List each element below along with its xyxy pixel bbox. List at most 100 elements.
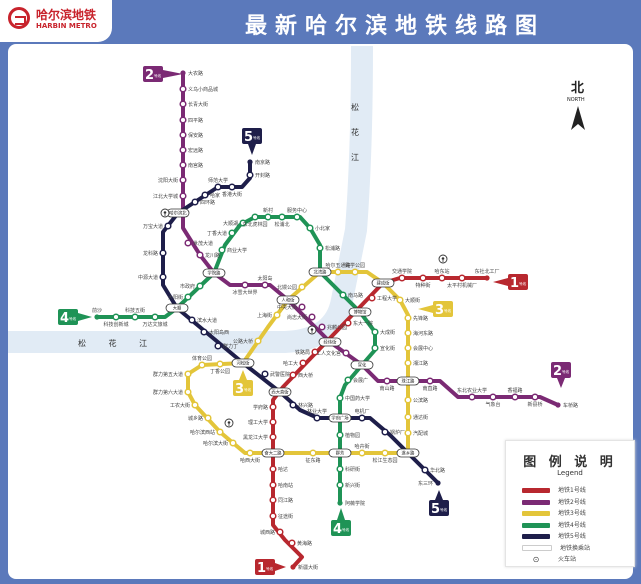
station-label[interactable]: 先锋路 [413, 315, 428, 322]
station-dot[interactable] [269, 512, 277, 520]
station-label[interactable]: 通达街 [413, 414, 428, 421]
station-dot[interactable] [371, 328, 379, 336]
station-label[interactable]: 四环路 [200, 199, 215, 206]
terminal-station-dot[interactable] [290, 564, 296, 570]
station-label[interactable]: 保安路 [188, 132, 203, 139]
station-dot[interactable] [426, 377, 434, 385]
station-label[interactable]: 体育公园 [192, 355, 212, 362]
station-dot[interactable] [159, 273, 167, 281]
station-dot[interactable] [336, 394, 344, 402]
station-label[interactable]: 龙科路 [143, 250, 158, 257]
station-label[interactable]: 新村 [263, 207, 273, 214]
station-dot[interactable] [241, 281, 249, 289]
station-label[interactable]: 林业大学 [307, 408, 327, 415]
station-label[interactable]: 世茂大道 [193, 240, 213, 247]
station-dot[interactable] [184, 293, 192, 301]
station-label[interactable]: 南宫路 [188, 162, 203, 169]
station-label[interactable]: 新疆大街 [298, 564, 318, 571]
station-label[interactable]: 征东路 [305, 457, 320, 464]
station-dot[interactable] [179, 146, 187, 154]
terminal-station-dot[interactable] [484, 275, 490, 281]
station-dot[interactable] [179, 85, 187, 93]
station-label[interactable]: 西大桥 [298, 372, 313, 379]
station-label[interactable]: 工农大街 [170, 402, 190, 409]
station-dot[interactable] [404, 329, 412, 337]
station-label[interactable]: 北嫚公园 [277, 284, 297, 291]
station-label[interactable]: 工人文化宫 [316, 350, 341, 357]
station-dot[interactable] [269, 403, 277, 411]
station-dot[interactable] [334, 268, 342, 276]
station-label[interactable]: 松江生态园 [372, 457, 397, 464]
station-label[interactable]: 上海街 [257, 312, 272, 319]
station-dot[interactable] [204, 414, 212, 422]
station-dot[interactable] [306, 224, 314, 232]
station-label[interactable]: 万宝大道 [143, 223, 163, 230]
station-dot[interactable] [336, 465, 344, 473]
interchange-station[interactable]: 北湾路 [308, 267, 332, 277]
station-label[interactable]: 哈家 [210, 192, 220, 199]
station-dot[interactable] [278, 213, 286, 221]
station-dot[interactable] [269, 433, 277, 441]
interchange-station[interactable]: 宣化 [350, 360, 374, 370]
station-dot[interactable] [311, 348, 319, 356]
station-label[interactable]: 南京路 [255, 159, 270, 166]
station-dot[interactable] [273, 311, 281, 319]
station-label[interactable]: 群力第六大道 [153, 389, 183, 396]
station-label[interactable]: 城乡路 [188, 415, 203, 422]
station-dot[interactable] [276, 528, 284, 536]
station-dot[interactable] [396, 296, 404, 304]
station-dot[interactable] [293, 213, 301, 221]
station-label[interactable]: 哈东站 [434, 268, 449, 275]
interchange-station[interactable]: 奋大二路 [261, 448, 285, 458]
station-dot[interactable] [191, 401, 199, 409]
station-label[interactable]: 太阳岛 [257, 275, 272, 282]
station-dot[interactable] [164, 222, 172, 230]
station-label[interactable]: 商业大学 [227, 247, 247, 254]
station-dot[interactable] [239, 219, 247, 227]
interchange-station[interactable]: 经纬街 [318, 337, 342, 347]
station-dot[interactable] [196, 251, 204, 259]
station-dot[interactable] [298, 283, 306, 291]
station-label[interactable]: 大农路 [188, 70, 203, 77]
interchange-station[interactable]: 大顺 [165, 303, 189, 313]
station-label[interactable]: 汽配城 [413, 430, 428, 437]
station-label[interactable]: 湘江路 [413, 360, 428, 367]
station-dot[interactable] [254, 337, 262, 345]
station-dot[interactable] [438, 274, 446, 282]
interchange-station[interactable]: 西大直街 [268, 387, 292, 397]
station-label[interactable]: 群力第五大道 [153, 371, 183, 378]
station-label[interactable]: 丁香公园 [210, 368, 230, 375]
station-label[interactable]: 锅炉厂 [390, 429, 405, 436]
station-label[interactable]: 开封路 [255, 172, 270, 179]
station-label[interactable]: 科技创新城 [103, 321, 128, 328]
station-label[interactable]: 小北家 [315, 225, 330, 232]
station-label[interactable]: 大成街 [380, 329, 395, 336]
station-label[interactable]: 哈西大街 [240, 457, 260, 464]
interchange-station[interactable]: 哈尔滨北 [166, 208, 190, 218]
station-label[interactable]: 林兴路 [298, 402, 313, 409]
station-label[interactable]: 武警医院 [270, 371, 290, 378]
station-label[interactable]: 中国药大学 [345, 395, 370, 402]
station-dot[interactable] [184, 239, 192, 247]
station-dot[interactable] [179, 176, 187, 184]
station-dot[interactable] [489, 393, 497, 401]
station-label[interactable]: 南直路 [422, 385, 437, 392]
interchange-station[interactable]: 学院路 [202, 268, 226, 278]
station-dot[interactable] [269, 496, 277, 504]
station-label[interactable]: 中源大道 [138, 274, 158, 281]
interchange-station[interactable]: 学府广场 [328, 413, 352, 423]
station-label[interactable]: 黑龙江大学 [243, 434, 268, 441]
station-label[interactable]: 电机厂 [354, 408, 369, 415]
station-label[interactable]: 长青大街 [188, 101, 208, 108]
station-dot[interactable] [159, 249, 167, 257]
station-dot[interactable] [251, 213, 259, 221]
station-dot[interactable] [179, 100, 187, 108]
station-label[interactable]: 哈南站 [278, 482, 293, 489]
station-label[interactable]: 哈工大 [283, 360, 298, 367]
station-label[interactable]: 南山路 [379, 385, 394, 392]
station-dot[interactable] [201, 191, 209, 199]
station-dot[interactable] [264, 213, 272, 221]
station-label[interactable]: 服务中心 [287, 207, 307, 214]
station-label[interactable]: 铁路局 [295, 349, 310, 356]
station-label[interactable]: 征途街 [278, 513, 293, 520]
